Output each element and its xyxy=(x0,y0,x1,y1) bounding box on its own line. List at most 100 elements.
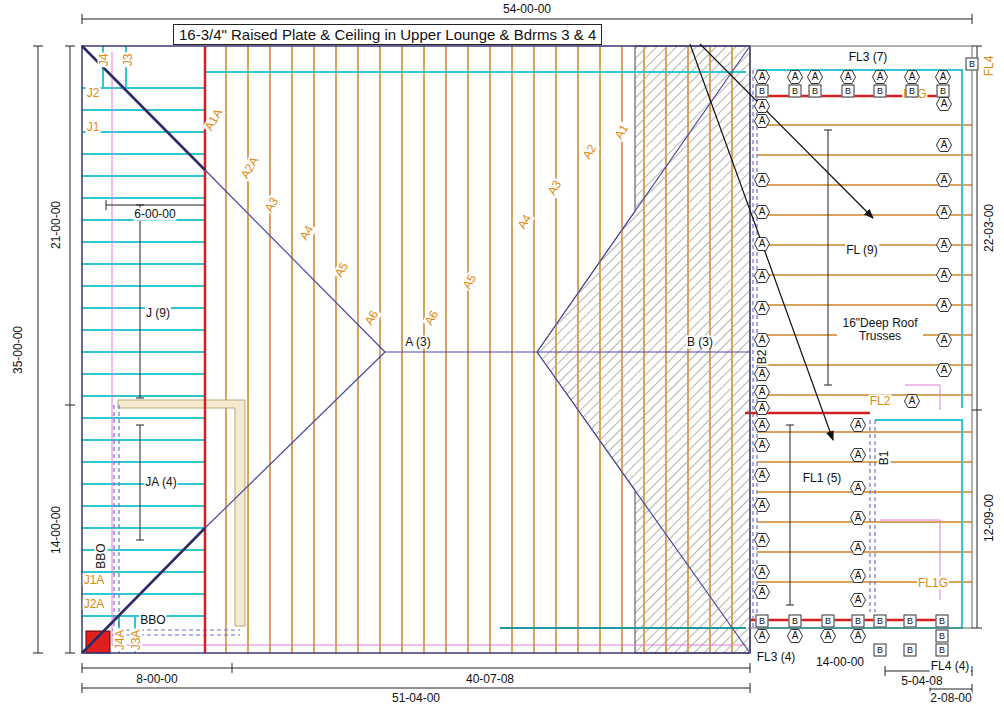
hanger-symbol: B xyxy=(789,615,802,628)
hanger-symbol: A xyxy=(754,468,770,482)
hanger-symbol: A xyxy=(850,481,866,495)
dimension-text: 14-00-00 xyxy=(815,656,865,669)
hanger-symbol: A xyxy=(850,541,866,555)
hanger-symbol: A xyxy=(754,99,770,113)
hanger-symbol: A xyxy=(754,114,770,128)
dimension-text: 22-03-00 xyxy=(983,203,996,253)
hanger-symbol: B xyxy=(822,615,835,628)
plan-label: B2 xyxy=(756,349,769,366)
dimension-lines xyxy=(33,14,982,694)
dimension-text: 2-08-00 xyxy=(929,692,972,705)
truss-mark: J3 xyxy=(122,53,135,68)
truss-mark: A6 xyxy=(422,308,442,329)
hanger-symbol: A xyxy=(754,629,770,643)
hanger-symbol: A xyxy=(850,569,866,583)
hanger-symbol: B xyxy=(936,644,949,657)
hanger-symbol: A xyxy=(754,173,770,187)
plan-label: JA (4) xyxy=(144,476,177,489)
hanger-symbol: A xyxy=(936,268,952,282)
hanger-symbol: A xyxy=(936,138,952,152)
hanger-symbol: A xyxy=(787,629,803,643)
truss-mark: FL1G xyxy=(917,577,949,590)
floor-trusses xyxy=(757,125,972,582)
hanger-symbol: A xyxy=(754,498,770,512)
hanger-symbol: A xyxy=(820,629,836,643)
hanger-symbol: B xyxy=(842,85,855,98)
hanger-symbol: A xyxy=(807,70,823,84)
dimension-text: 51-04-00 xyxy=(391,692,441,705)
hanger-symbol: A xyxy=(840,70,856,84)
hanger-symbol: B xyxy=(756,85,769,98)
hanger-symbol: B xyxy=(874,615,887,628)
truss-mark: J4A xyxy=(114,629,127,652)
hanger-symbol: A xyxy=(850,448,866,462)
plan-label: FL3 (4) xyxy=(756,651,797,664)
hanger-symbol: B xyxy=(904,615,917,628)
building-outline xyxy=(82,46,972,653)
raised-plate-band xyxy=(118,400,245,626)
hanger-symbol: A xyxy=(754,367,770,381)
hanger-symbol: A xyxy=(850,629,866,643)
truss-mark: A2A xyxy=(238,154,262,182)
hatched-area xyxy=(537,46,750,653)
hanger-symbol: A xyxy=(936,205,952,219)
hanger-symbol: A xyxy=(936,238,952,252)
hanger-symbol: A xyxy=(872,70,888,84)
plan-label: 16"Deep Roof Trusses xyxy=(837,317,923,343)
hanger-symbol: A xyxy=(936,298,952,312)
plate-lines xyxy=(112,52,962,645)
dimension-text: 21-00-00 xyxy=(50,200,63,250)
hanger-symbol: B xyxy=(936,630,949,643)
hanger-symbol: A xyxy=(904,394,920,408)
hanger-symbol: A xyxy=(754,269,770,283)
plan-label: BBO xyxy=(139,614,166,627)
hanger-symbol: B xyxy=(906,85,919,98)
hanger-symbol: B xyxy=(852,615,865,628)
plan-label: FL3 (7) xyxy=(848,51,889,64)
hanger-symbol: A xyxy=(754,237,770,251)
truss-mark: A2 xyxy=(580,142,600,163)
hanger-symbol: B xyxy=(904,644,917,657)
hanger-symbol: B xyxy=(937,85,950,98)
truss-mark: A4 xyxy=(515,212,535,233)
hanger-symbol: A xyxy=(754,418,770,432)
truss-mark: A3 xyxy=(262,195,282,216)
hanger-symbol: A xyxy=(754,301,770,315)
note-box: 16-3/4" Raised Plate & Ceiling in Upper … xyxy=(173,24,602,45)
hanger-symbol: A xyxy=(754,333,770,347)
note-leaders xyxy=(690,44,873,440)
girders xyxy=(205,46,945,653)
truss-mark: J1A xyxy=(83,574,106,587)
dimension-text: 54-00-00 xyxy=(502,3,552,16)
truss-mark: A1 xyxy=(612,122,632,143)
truss-mark: A6 xyxy=(362,308,382,329)
plan-label: B (3) xyxy=(686,336,714,349)
truss-mark: FL2 xyxy=(869,395,892,408)
hanger-symbol: B xyxy=(874,644,887,657)
post-symbol xyxy=(86,631,110,653)
truss-mark: J3A xyxy=(130,629,143,652)
plan-label: J (9) xyxy=(145,307,171,320)
hanger-symbol: B xyxy=(874,85,887,98)
jack-trusses xyxy=(82,46,205,653)
truss-mark: A5 xyxy=(460,272,480,293)
plan-label: A (3) xyxy=(404,336,431,349)
hanger-symbol: A xyxy=(936,97,952,111)
hanger-symbol: A xyxy=(850,511,866,525)
truss-mark: J2A xyxy=(83,598,106,611)
hanger-symbol: A xyxy=(754,205,770,219)
dimension-text: 35-00-00 xyxy=(12,325,25,375)
plan-label: FL (9) xyxy=(845,244,879,257)
plan-label: FL4 (4) xyxy=(930,660,971,673)
hip-lines xyxy=(82,46,750,653)
hanger-symbol: A xyxy=(754,585,770,599)
plan-label: B1 xyxy=(878,450,891,467)
hanger-symbol: A xyxy=(935,70,951,84)
hanger-symbol: A xyxy=(936,333,952,347)
hanger-symbol: B xyxy=(936,615,949,628)
hanger-symbol: A xyxy=(936,173,952,187)
hanger-symbol: B xyxy=(966,58,979,71)
common-trusses xyxy=(226,46,732,653)
truss-mark: J4 xyxy=(98,53,111,68)
